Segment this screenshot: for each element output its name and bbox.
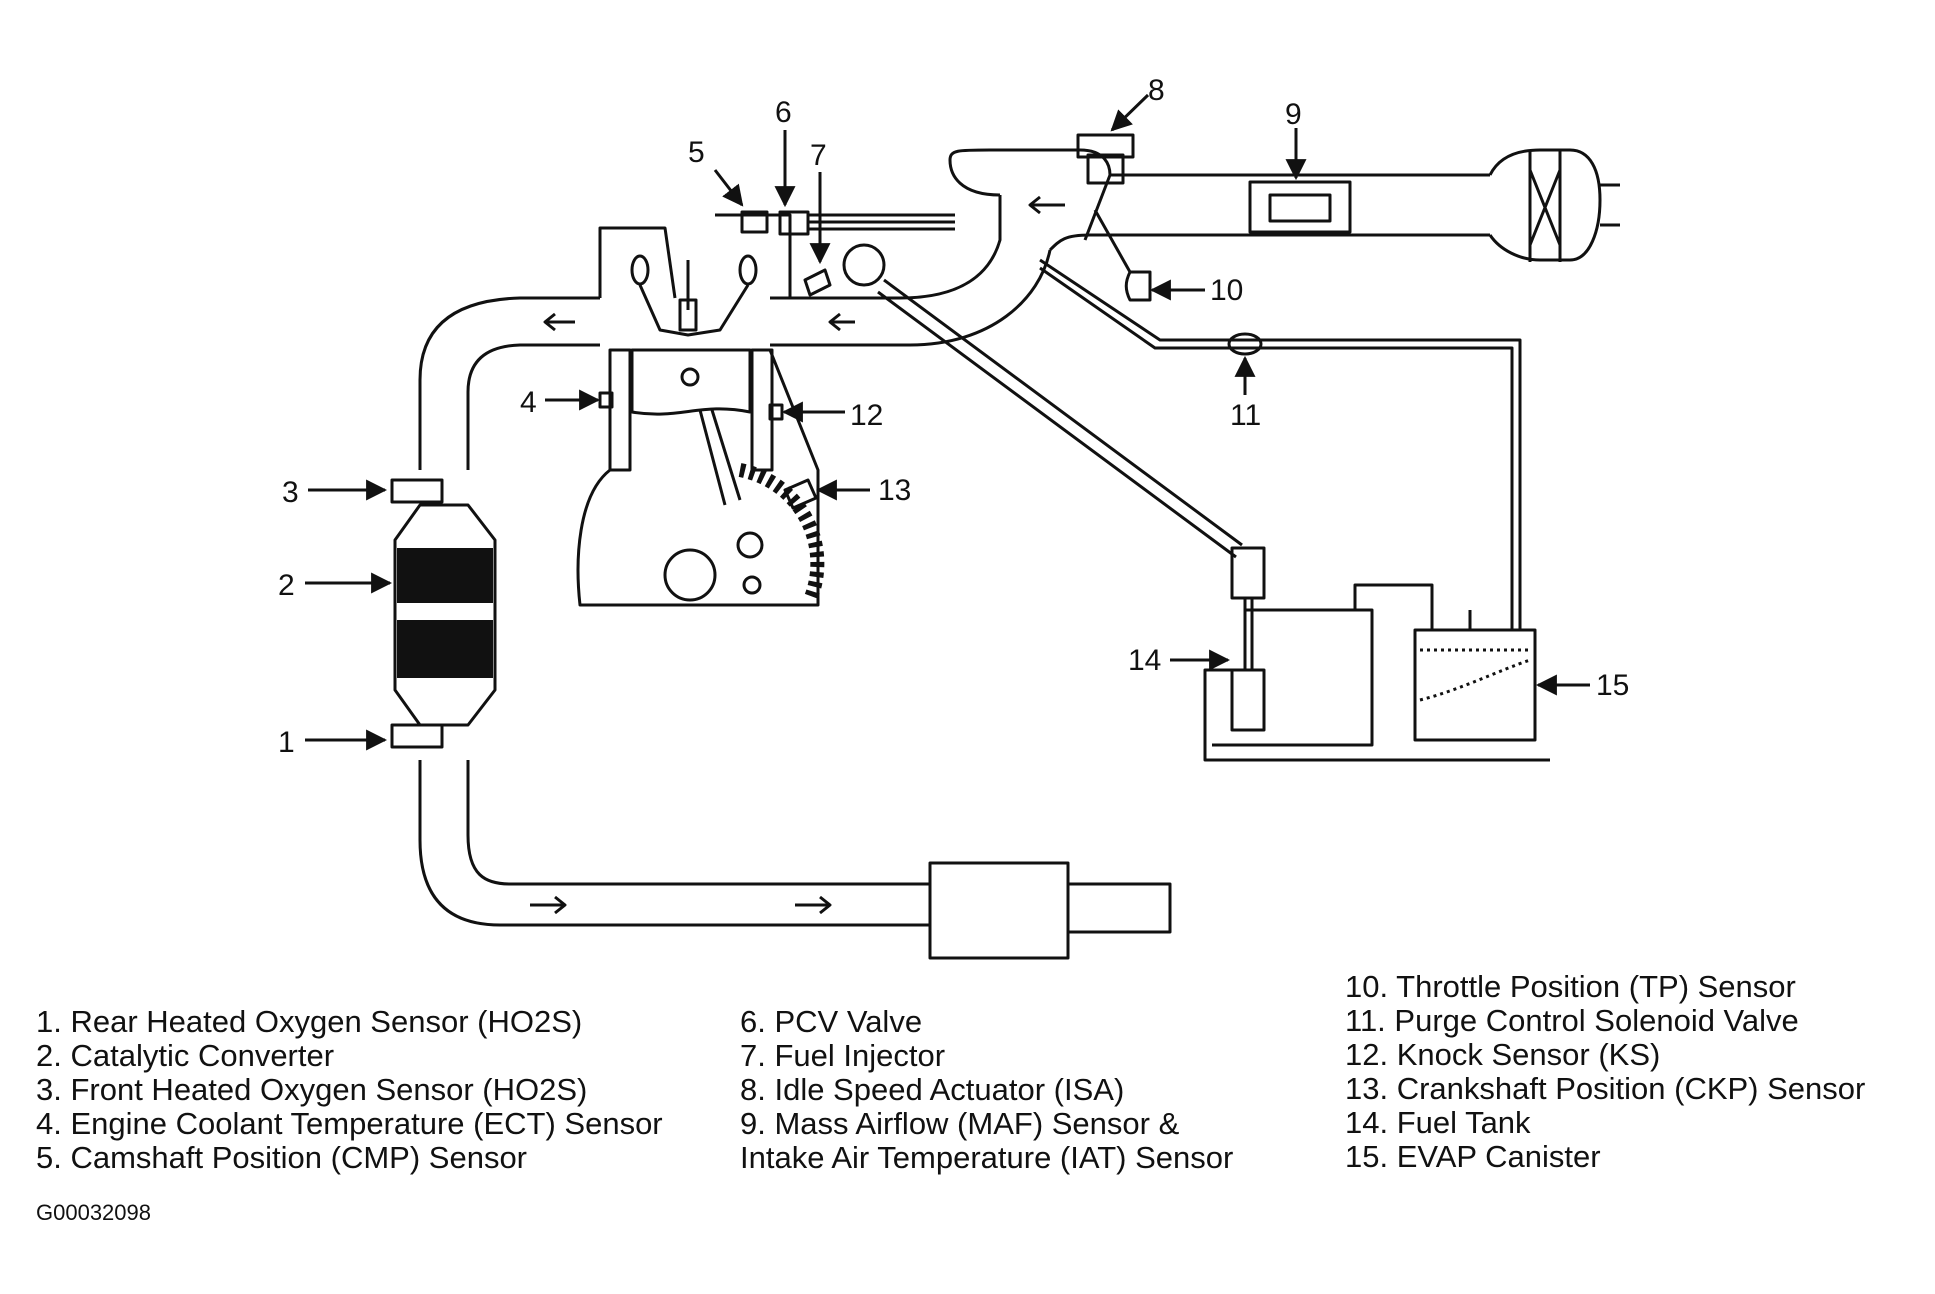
evap-canister-charcoal xyxy=(1419,648,1531,702)
callout-13: 13 xyxy=(878,474,911,507)
legend-item-5: 5. Camshaft Position (CMP) Sensor xyxy=(36,1140,528,1175)
maf-sensor-body xyxy=(1248,180,1352,234)
callout-11: 11 xyxy=(1230,399,1261,432)
callout-6: 6 xyxy=(775,96,792,129)
fuel-pump-bottom xyxy=(1230,668,1266,732)
isa-housing xyxy=(1076,133,1135,159)
tailpipe xyxy=(1068,882,1172,934)
flow-arrow-exhaust-1 xyxy=(543,312,575,332)
legend-item-15: 15. EVAP Canister xyxy=(1345,1139,1601,1174)
evap-canister xyxy=(1413,628,1537,742)
fuel-injector xyxy=(803,268,832,297)
callout-2: 2 xyxy=(278,569,295,602)
legend-column-1: 1. Rear Heated Oxygen Sensor (HO2S) 2. C… xyxy=(36,1005,663,1175)
callout-7: 7 xyxy=(810,139,827,172)
legend-item-12: 12. Knock Sensor (KS) xyxy=(1345,1037,1661,1072)
rear-ho2s-sensor xyxy=(390,723,444,749)
evap-purge-line xyxy=(1039,258,1522,630)
callout-4: 4 xyxy=(520,386,537,419)
spark-plug xyxy=(678,260,698,332)
callout-1: 1 xyxy=(278,726,295,759)
tp-sensor xyxy=(1124,270,1152,302)
valve-linkages xyxy=(638,284,750,337)
maf-sensor-grid xyxy=(1268,193,1332,223)
callout-5-arrow xyxy=(713,169,744,207)
engine-emission-diagram: 1 2 3 4 5 6 7 8 9 10 11 12 13 14 15 xyxy=(278,74,1629,960)
callout-15: 15 xyxy=(1596,669,1629,702)
fuel-line xyxy=(877,278,1243,559)
cylinder-wall-left xyxy=(608,348,632,472)
callout-8-arrow xyxy=(1110,93,1150,132)
legend-column-3: 10. Throttle Position (TP) Sensor 11. Pu… xyxy=(1345,970,1865,1174)
legend-item-11: 11. Purge Control Solenoid Valve xyxy=(1345,1003,1799,1038)
throttle-plate xyxy=(1083,174,1112,241)
legend-column-2: 6. PCV Valve 7. Fuel Injector 8. Idle Sp… xyxy=(740,1005,1233,1175)
flow-arrow-tail-1 xyxy=(530,895,567,915)
cylinder-head xyxy=(598,213,792,299)
callout-8: 8 xyxy=(1148,74,1165,107)
front-ho2s-sensor xyxy=(390,478,444,504)
catalyst-substrate-upper xyxy=(397,548,493,603)
purge-solenoid-valve xyxy=(1227,332,1263,356)
throttle-body xyxy=(948,148,1250,252)
intake-valve-stem xyxy=(738,254,758,286)
legend-item-9-continued: Intake Air Temperature (IAT) Sensor xyxy=(740,1140,1234,1175)
flow-arrow-throttle xyxy=(1028,195,1065,215)
crankshaft-gear xyxy=(738,463,825,603)
crank-counterweight xyxy=(736,531,764,559)
tank-to-canister-line xyxy=(1353,583,1434,630)
isa-body xyxy=(1086,153,1125,185)
catalytic-converter xyxy=(393,503,497,727)
fuel-pump-tube xyxy=(1243,598,1254,670)
piston-pin xyxy=(680,367,700,387)
callout-12: 12 xyxy=(850,399,883,432)
legend-item-8: 8. Idle Speed Actuator (ISA) xyxy=(740,1072,1125,1107)
fuel-rail-fitting xyxy=(842,243,886,287)
pcv-hose xyxy=(808,213,955,231)
legend-item-2: 2. Catalytic Converter xyxy=(36,1038,335,1073)
flow-arrow-intake-1 xyxy=(828,312,855,332)
cmp-sensor xyxy=(740,210,769,234)
crank-pin xyxy=(742,575,762,595)
legend-item-4: 4. Engine Coolant Temperature (ECT) Sens… xyxy=(36,1106,663,1141)
ckp-sensor xyxy=(783,478,818,510)
legend-item-6: 6. PCV Valve xyxy=(740,1004,923,1039)
intake-air-duct xyxy=(1250,173,1490,237)
piston xyxy=(630,348,752,416)
legend-item-1: 1. Rear Heated Oxygen Sensor (HO2S) xyxy=(36,1004,583,1039)
exhaust-valve-stem xyxy=(630,254,650,286)
legend-item-10: 10. Throttle Position (TP) Sensor xyxy=(1345,969,1796,1004)
legend-item-9: 9. Mass Airflow (MAF) Sensor & xyxy=(740,1106,1180,1141)
legend-item-13: 13. Crankshaft Position (CKP) Sensor xyxy=(1345,1071,1866,1106)
muffler xyxy=(928,861,1070,960)
engine-block xyxy=(576,349,820,607)
figure-id: G00032098 xyxy=(36,1200,151,1225)
intake-manifold xyxy=(770,195,1052,347)
callout-9: 9 xyxy=(1285,98,1302,131)
legend-item-14: 14. Fuel Tank xyxy=(1345,1105,1531,1140)
connecting-rod xyxy=(698,409,742,506)
callout-14: 14 xyxy=(1128,644,1161,677)
tp-sensor-link xyxy=(1093,209,1132,273)
fuel-tank xyxy=(1203,608,1374,762)
exhaust-pipe-inner-wall xyxy=(466,343,930,886)
callout-3: 3 xyxy=(282,476,299,509)
flow-arrow-tail-2 xyxy=(795,895,832,915)
catalyst-substrate-lower xyxy=(397,620,493,678)
crankshaft-pulley xyxy=(663,548,717,602)
callout-5: 5 xyxy=(688,136,705,169)
callout-10: 10 xyxy=(1210,274,1243,307)
fuel-pump-top xyxy=(1230,546,1266,600)
exhaust-pipe-outer-wall xyxy=(418,296,930,927)
legend-item-7: 7. Fuel Injector xyxy=(740,1038,946,1073)
legend-item-3: 3. Front Heated Oxygen Sensor (HO2S) xyxy=(36,1072,588,1107)
air-filter-element xyxy=(1528,150,1562,262)
air-intake-snorkel xyxy=(1600,183,1620,227)
